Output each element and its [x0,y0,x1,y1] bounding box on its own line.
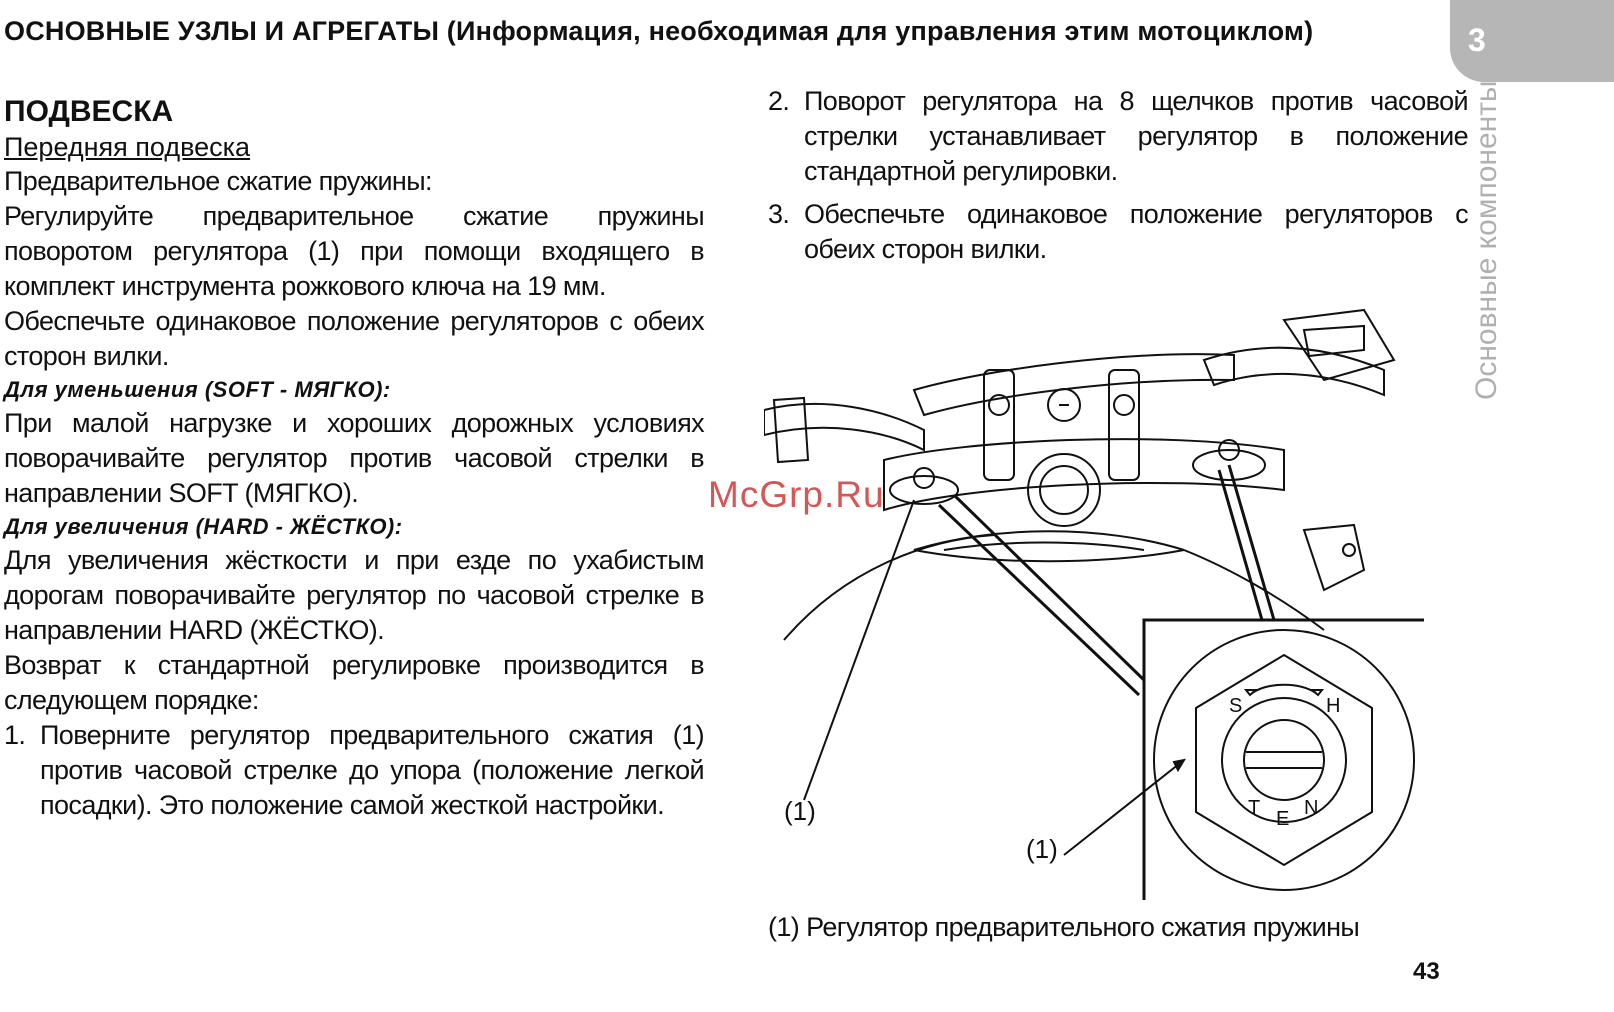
step-number: 2. [768,86,790,116]
soft-text: При малой нагрузке и хороших дорожных ус… [4,408,705,508]
right-column: 2. Поворот регулятора на 8 щелчков проти… [768,84,1469,275]
section-subtitle: Передняя подвеска [4,132,251,162]
steps-list-right: 2. Поворот регулятора на 8 щелчков проти… [768,84,1469,267]
chapter-tab [1450,0,1614,82]
callout-label-left: (1) [784,796,816,826]
list-item: 3. Обеспечьте одинаковое положение регул… [768,197,1469,267]
section-title: ПОДВЕСКА [4,95,174,128]
leader-line-left-a [952,493,1146,682]
letter-h: H [1326,695,1340,717]
leader-line-callout-left [803,499,915,801]
step-text: Поверните регулятор предварительного сжа… [40,720,705,820]
letter-e: E [1276,808,1289,830]
mirror-mount [1302,523,1366,592]
list-item: 2. Поворот регулятора на 8 щелчков проти… [768,84,1469,189]
left-column: ПОДВЕСКА Передняя подвеска Предварительн… [4,94,705,823]
letter-n: N [1304,797,1318,819]
steering-stem-nut [1027,453,1101,527]
chapter-side-label: Основные компоненты [1470,80,1503,401]
adjuster-outer-ring [1153,629,1415,891]
chapter-number: 3 [1468,22,1486,58]
callout-frame [1142,618,1424,900]
riser-left [983,369,1015,481]
step-text: Поворот регулятора на 8 щелчков против ч… [804,86,1469,186]
page-header-title: ОСНОВНЫЕ УЗЛЫ И АГРЕГАТЫ (Информация, не… [4,16,1314,46]
callout-label-right: (1) [1026,834,1058,864]
hard-text: Для увеличения жёсткости и при езде по у… [4,545,705,645]
switch-housing-right [1282,308,1396,382]
steps-list-left: 1. Поверните регулятор предварительного … [4,718,705,823]
letter-t: T [1248,797,1260,819]
adjuster-hex [1195,653,1373,867]
handlebar-left [764,402,925,452]
triple-clamp [883,438,1285,512]
leader-line-right-a [1227,464,1276,621]
ignition-cap [1047,388,1081,422]
adjuster-face [1221,697,1347,823]
figure-caption: (1) Регулятор предварительного сжатия пр… [768,912,1360,942]
riser-right [1108,369,1140,481]
watermark: McGrp.Ru [708,474,885,515]
front-suspension-illustration: (1) (1) S H T E N [764,308,1424,900]
step-text: Обеспечьте одинаковое положение регулято… [804,199,1469,264]
fork-cap-left [889,475,959,505]
step-number: 3. [768,199,790,229]
adjuster-screw [1243,719,1325,801]
letter-s: S [1229,695,1242,717]
tank-cap [913,530,1185,563]
list-item: 1. Поверните регулятор предварительного … [4,718,705,823]
preload-label: Предварительное сжатие пружины: [4,166,433,196]
hard-heading: Для увеличения (HARD - ЖЁСТКО): [4,514,403,539]
paragraph-adjust: Регулируйте предварительное сжатие пружи… [4,201,705,301]
handlebar-right [1202,346,1385,397]
paragraph-equal-position: Обеспечьте одинаковое положение регулято… [4,306,705,371]
soft-heading: Для уменьшения (SOFT - МЯГКО): [4,377,391,402]
grip-left [772,396,810,464]
return-text: Возврат к стандартной регулировке произв… [4,650,705,715]
page-number: 43 [1413,958,1440,985]
top-clamp [912,353,1235,417]
step-number: 1. [4,720,26,750]
fork-cap-right [1192,449,1266,481]
leader-line-callout-right [1063,759,1185,856]
adjust-arc [1251,683,1317,694]
